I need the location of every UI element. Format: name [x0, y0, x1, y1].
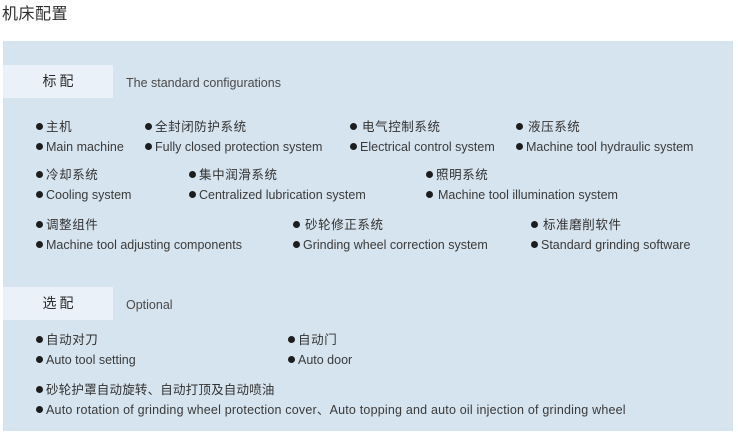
list-item-en: Fully closed protection system: [145, 137, 322, 157]
bullet-icon: [516, 143, 523, 150]
list-item-cn: 集中润滑系统: [189, 166, 366, 185]
bullet-icon: [293, 221, 300, 228]
list-item-en: Auto rotation of grinding wheel protecti…: [36, 400, 626, 420]
list-item-en: Grinding wheel correction system: [293, 235, 488, 255]
list-item-en: Machine tool hydraulic system: [516, 137, 693, 157]
bullet-icon: [426, 171, 433, 178]
list-item: 集中润滑系统 Centralized lubrication system: [189, 166, 366, 205]
list-item: 主机 Main machine: [36, 118, 124, 157]
tab-standard-label: 标配: [42, 73, 77, 89]
list-item-en: Cooling system: [36, 185, 131, 205]
tab-optional-label: 选配: [42, 295, 77, 311]
bullet-icon: [288, 356, 295, 363]
bullet-icon: [36, 386, 43, 393]
bullet-icon: [36, 241, 43, 248]
section-standard-subtitle: The standard configurations: [126, 76, 281, 90]
bullet-icon: [36, 191, 43, 198]
list-item-cn: 冷却系统: [36, 166, 131, 185]
section-standard-header: 标配 The standard configurations: [3, 65, 733, 98]
tab-optional[interactable]: 选配: [3, 287, 113, 320]
section-optional-header: 选配 Optional: [3, 287, 733, 320]
bullet-icon: [36, 356, 43, 363]
list-item: 自动门 Auto door: [288, 331, 352, 370]
bullet-icon: [36, 221, 43, 228]
bullet-icon: [293, 241, 300, 248]
list-item-cn: 主机: [36, 118, 124, 137]
list-item: 标准磨削软件 Standard grinding software: [531, 216, 690, 255]
list-item-cn: 自动门: [288, 331, 352, 350]
list-item-en: Machine tool illumination system: [426, 185, 618, 205]
bullet-icon: [288, 336, 295, 343]
list-item-cn: 砂轮护罩自动旋转、自动打顶及自动喷油: [36, 381, 626, 400]
list-item: 调整组件 Machine tool adjusting components: [36, 216, 242, 255]
list-item: 冷却系统 Cooling system: [36, 166, 131, 205]
bullet-icon: [189, 171, 196, 178]
bullet-icon: [531, 221, 538, 228]
bullet-icon: [426, 191, 433, 198]
list-item-en: Machine tool adjusting components: [36, 235, 242, 255]
bullet-icon: [350, 143, 357, 150]
bullet-icon: [516, 123, 523, 130]
bullet-icon: [145, 123, 152, 130]
list-item-cn: 电气控制系统: [350, 118, 495, 137]
bullet-icon: [350, 123, 357, 130]
list-item-cn: 全封闭防护系统: [145, 118, 322, 137]
bullet-icon: [36, 406, 43, 413]
list-item-en: Auto tool setting: [36, 350, 136, 370]
list-item: 照明系统 Machine tool illumination system: [426, 166, 618, 205]
list-item-cn: 调整组件: [36, 216, 242, 235]
list-item-cn: 液压系统: [516, 118, 693, 137]
list-item-cn: 标准磨削软件: [531, 216, 690, 235]
list-item-en: Auto door: [288, 350, 352, 370]
bullet-icon: [531, 241, 538, 248]
bullet-icon: [36, 123, 43, 130]
list-item: 自动对刀 Auto tool setting: [36, 331, 136, 370]
section-optional-subtitle: Optional: [126, 298, 173, 312]
list-item-en: Standard grinding software: [531, 235, 690, 255]
list-item-cn: 照明系统: [426, 166, 618, 185]
list-item-en: Electrical control system: [350, 137, 495, 157]
bullet-icon: [36, 171, 43, 178]
list-item: 砂轮修正系统 Grinding wheel correction system: [293, 216, 488, 255]
bullet-icon: [36, 336, 43, 343]
list-item: 电气控制系统 Electrical control system: [350, 118, 495, 157]
list-item: 全封闭防护系统 Fully closed protection system: [145, 118, 322, 157]
list-item: 液压系统 Machine tool hydraulic system: [516, 118, 693, 157]
bullet-icon: [145, 143, 152, 150]
list-item-en: Centralized lubrication system: [189, 185, 366, 205]
list-item-en: Main machine: [36, 137, 124, 157]
machine-configuration-panel: 标配 The standard configurations 主机 Main m…: [3, 41, 733, 431]
list-item-cn: 自动对刀: [36, 331, 136, 350]
page-title: 机床配置: [2, 6, 69, 23]
bullet-icon: [189, 191, 196, 198]
list-item-cn: 砂轮修正系统: [293, 216, 488, 235]
list-item: 砂轮护罩自动旋转、自动打顶及自动喷油 Auto rotation of grin…: [36, 381, 626, 420]
tab-standard[interactable]: 标配: [3, 65, 113, 98]
bullet-icon: [36, 143, 43, 150]
